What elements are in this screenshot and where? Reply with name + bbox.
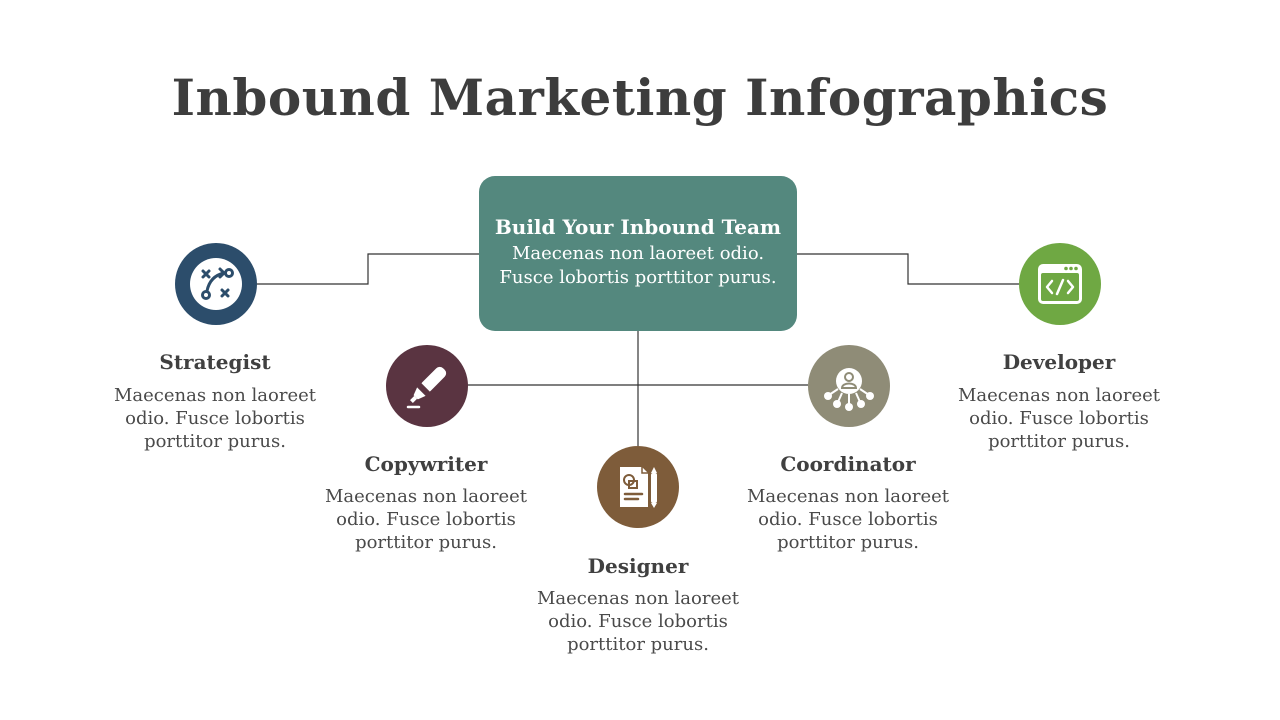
designer-circle bbox=[597, 446, 679, 528]
page-title: Inbound Marketing Infographics bbox=[171, 68, 1109, 127]
developer-label: Developer bbox=[1002, 350, 1116, 374]
copywriter-label: Copywriter bbox=[364, 452, 488, 476]
strategist-description: Maecenas non laoreet odio. Fusce loborti… bbox=[113, 385, 317, 452]
strategy-icon bbox=[190, 258, 242, 310]
developer-description: Maecenas non laoreet odio. Fusce loborti… bbox=[957, 385, 1161, 452]
pen-icon bbox=[406, 366, 447, 409]
center-title: Build Your Inbound Team bbox=[494, 215, 782, 239]
network-user-icon bbox=[824, 368, 874, 411]
designer-description: Maecenas non laoreet odio. Fusce loborti… bbox=[536, 588, 740, 655]
code-window-icon bbox=[1038, 264, 1082, 304]
center-description-line-2: Fusce lobortis porttitor purus. bbox=[499, 267, 777, 288]
coordinator-description: Maecenas non laoreet odio. Fusce loborti… bbox=[746, 486, 950, 553]
connector-strategist bbox=[256, 253, 479, 285]
copywriter-description: Maecenas non laoreet odio. Fusce loborti… bbox=[324, 486, 528, 553]
center-description-line-1: Maecenas non laoreet odio. bbox=[511, 243, 765, 264]
center-box: Build Your Inbound Team Maecenas non lao… bbox=[479, 176, 797, 331]
center-description: Maecenas non laoreet odio. Fusce loborti… bbox=[479, 242, 797, 290]
designer-label: Designer bbox=[587, 554, 689, 578]
coordinator-label: Coordinator bbox=[780, 452, 916, 476]
design-document-icon bbox=[620, 467, 657, 508]
developer-circle bbox=[1019, 243, 1101, 325]
copywriter-circle bbox=[386, 345, 468, 427]
strategist-label: Strategist bbox=[159, 350, 271, 374]
coordinator-circle bbox=[808, 345, 890, 427]
connector-developer bbox=[797, 253, 1019, 285]
strategist-circle bbox=[175, 243, 257, 325]
